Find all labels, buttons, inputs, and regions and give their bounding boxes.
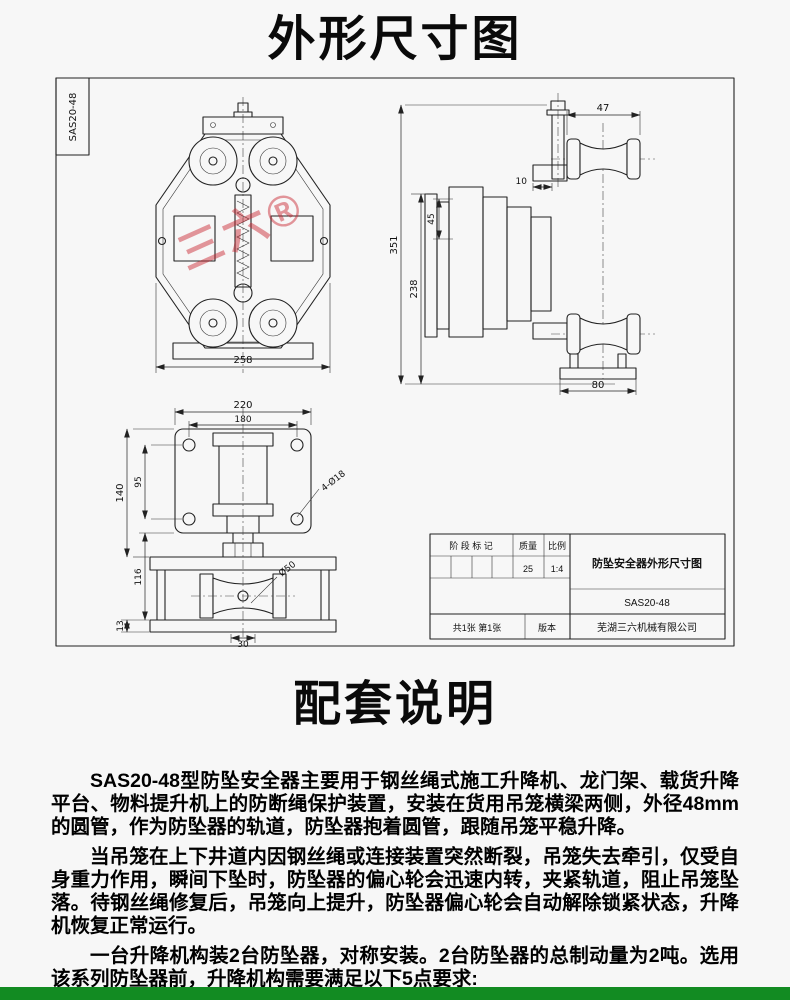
- dim-bottom-hole-height: 95: [134, 476, 144, 487]
- front-base-plate: [172, 342, 314, 360]
- titleblock-company: 芜湖三六机械有限公司: [597, 621, 697, 634]
- titleblock-version-label: 版本: [538, 622, 556, 633]
- side-view: 47 10 45 351 238 80: [389, 93, 655, 396]
- dim-bottom-base-thickness: 13: [116, 620, 126, 631]
- dim-side-total-height: 351: [389, 236, 400, 255]
- titleblock-sheet-info: 共1张 第1张: [453, 622, 502, 633]
- drawing-border: [55, 77, 735, 647]
- corner-label-box: SAS20-48: [55, 77, 90, 156]
- titleblock-mass-label: 质量: [519, 540, 537, 551]
- page-title-instructions: 配套说明: [292, 678, 497, 732]
- bottom-view: 220 180 140 95 116 13: [115, 400, 348, 647]
- titleblock-stage-mark: 阶 段 标 记: [449, 540, 493, 551]
- brand-watermark: 三六®: [171, 181, 312, 280]
- dim-side-roller-width: 47: [597, 103, 610, 114]
- label-roller-dia: Ø50: [277, 559, 299, 579]
- dim-side-bottom-width: 80: [592, 380, 605, 391]
- technical-drawing: SAS20-48: [55, 77, 735, 647]
- watermark-text: 三六®: [171, 181, 312, 280]
- description-section: SAS20-48型防坠安全器主要用于钢丝绳式施工升降机、龙门架、载货升降平台、物…: [51, 770, 739, 991]
- dim-bottom-lower-height: 116: [134, 568, 144, 585]
- corner-model-text: SAS20-48: [68, 93, 79, 142]
- titleblock-scale-label: 比例: [548, 540, 566, 551]
- dim-bottom-plate-width: 220: [233, 400, 252, 411]
- paragraph-usage: SAS20-48型防坠安全器主要用于钢丝绳式施工升降机、龙门架、载货升降平台、物…: [51, 770, 739, 839]
- titleblock-model: SAS20-48: [624, 598, 670, 609]
- dim-bottom-height-left: 140: [115, 484, 126, 503]
- titleblock-drawing-title: 防坠安全器外形尺寸图: [592, 556, 702, 570]
- title-block: 阶 段 标 记 质量 比例 25 1:4 防坠安全器外形尺寸图 SAS20-48…: [429, 533, 726, 640]
- page-title-dimensions: 外形尺寸图: [267, 13, 523, 66]
- spring-detail: [236, 200, 250, 280]
- dim-front-width: 258: [233, 355, 252, 366]
- dim-side-offset: 10: [516, 177, 528, 187]
- front-right-window: [270, 215, 314, 262]
- dim-bottom-hub-width: 30: [237, 640, 249, 647]
- paragraph-principle: 当吊笼在上下井道内因钢丝绳或连接装置突然断裂，吊笼失去牵引，仅受自身重力作用，瞬…: [51, 846, 739, 938]
- front-view: 258: [155, 97, 331, 374]
- front-guide-rollers: [188, 136, 298, 348]
- paragraph-selection: 一台升降机构装2台防坠器，对称安装。2台防坠器的总制动量为2吨。选用该系列防坠器…: [51, 945, 739, 991]
- front-left-window: [173, 215, 216, 262]
- label-holes: 4-Ø18: [319, 468, 348, 494]
- titleblock-mass-value: 25: [523, 564, 533, 574]
- dim-side-body-height: 238: [409, 280, 420, 299]
- dimension-drawing-area: SAS20-48: [55, 77, 735, 647]
- dim-side-inner-height: 45: [427, 213, 437, 224]
- dim-bottom-hole-span: 180: [234, 415, 251, 425]
- titleblock-scale-value: 1:4: [551, 564, 564, 574]
- bottom-green-bar: [0, 987, 790, 1000]
